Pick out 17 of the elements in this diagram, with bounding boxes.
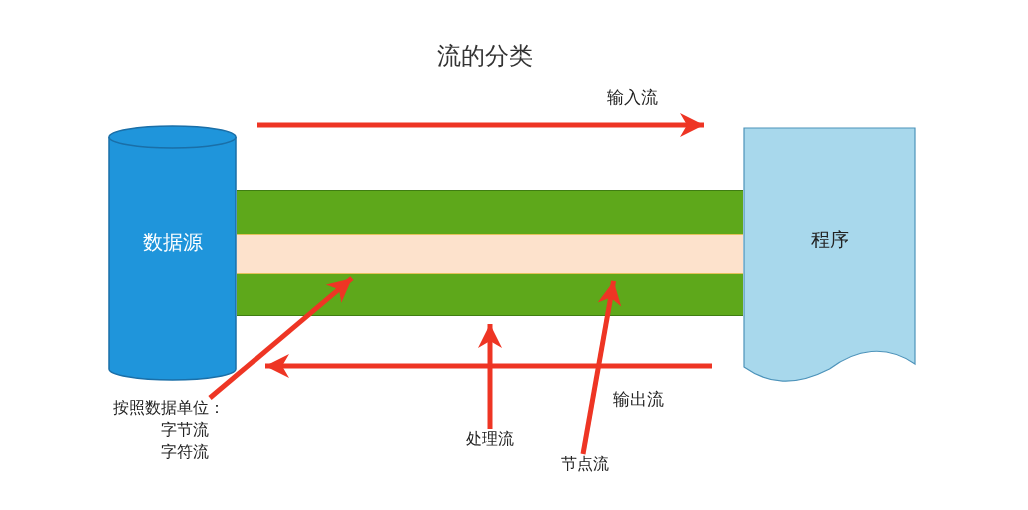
title: 流的分类 (436, 41, 534, 72)
annotation-label: 字符流 (160, 442, 210, 463)
node-label: 程序 (809, 227, 850, 252)
edge-label: 输入流 (607, 86, 658, 109)
inner-band (237, 234, 743, 274)
annotation-label: 节点流 (560, 454, 610, 475)
node-label: 数据源 (141, 229, 204, 256)
leader-arrow (208, 276, 354, 400)
arrow (257, 113, 704, 137)
edge-label: 输出流 (613, 388, 664, 411)
pipe-band (237, 190, 743, 316)
annotation-label: 处理流 (465, 429, 515, 450)
arrow (265, 354, 712, 378)
annotation-label: 字节流 (160, 420, 210, 441)
leader-arrow (580, 280, 622, 455)
leader-arrow (478, 324, 502, 429)
annotation-label: 按照数据单位： (113, 398, 226, 419)
